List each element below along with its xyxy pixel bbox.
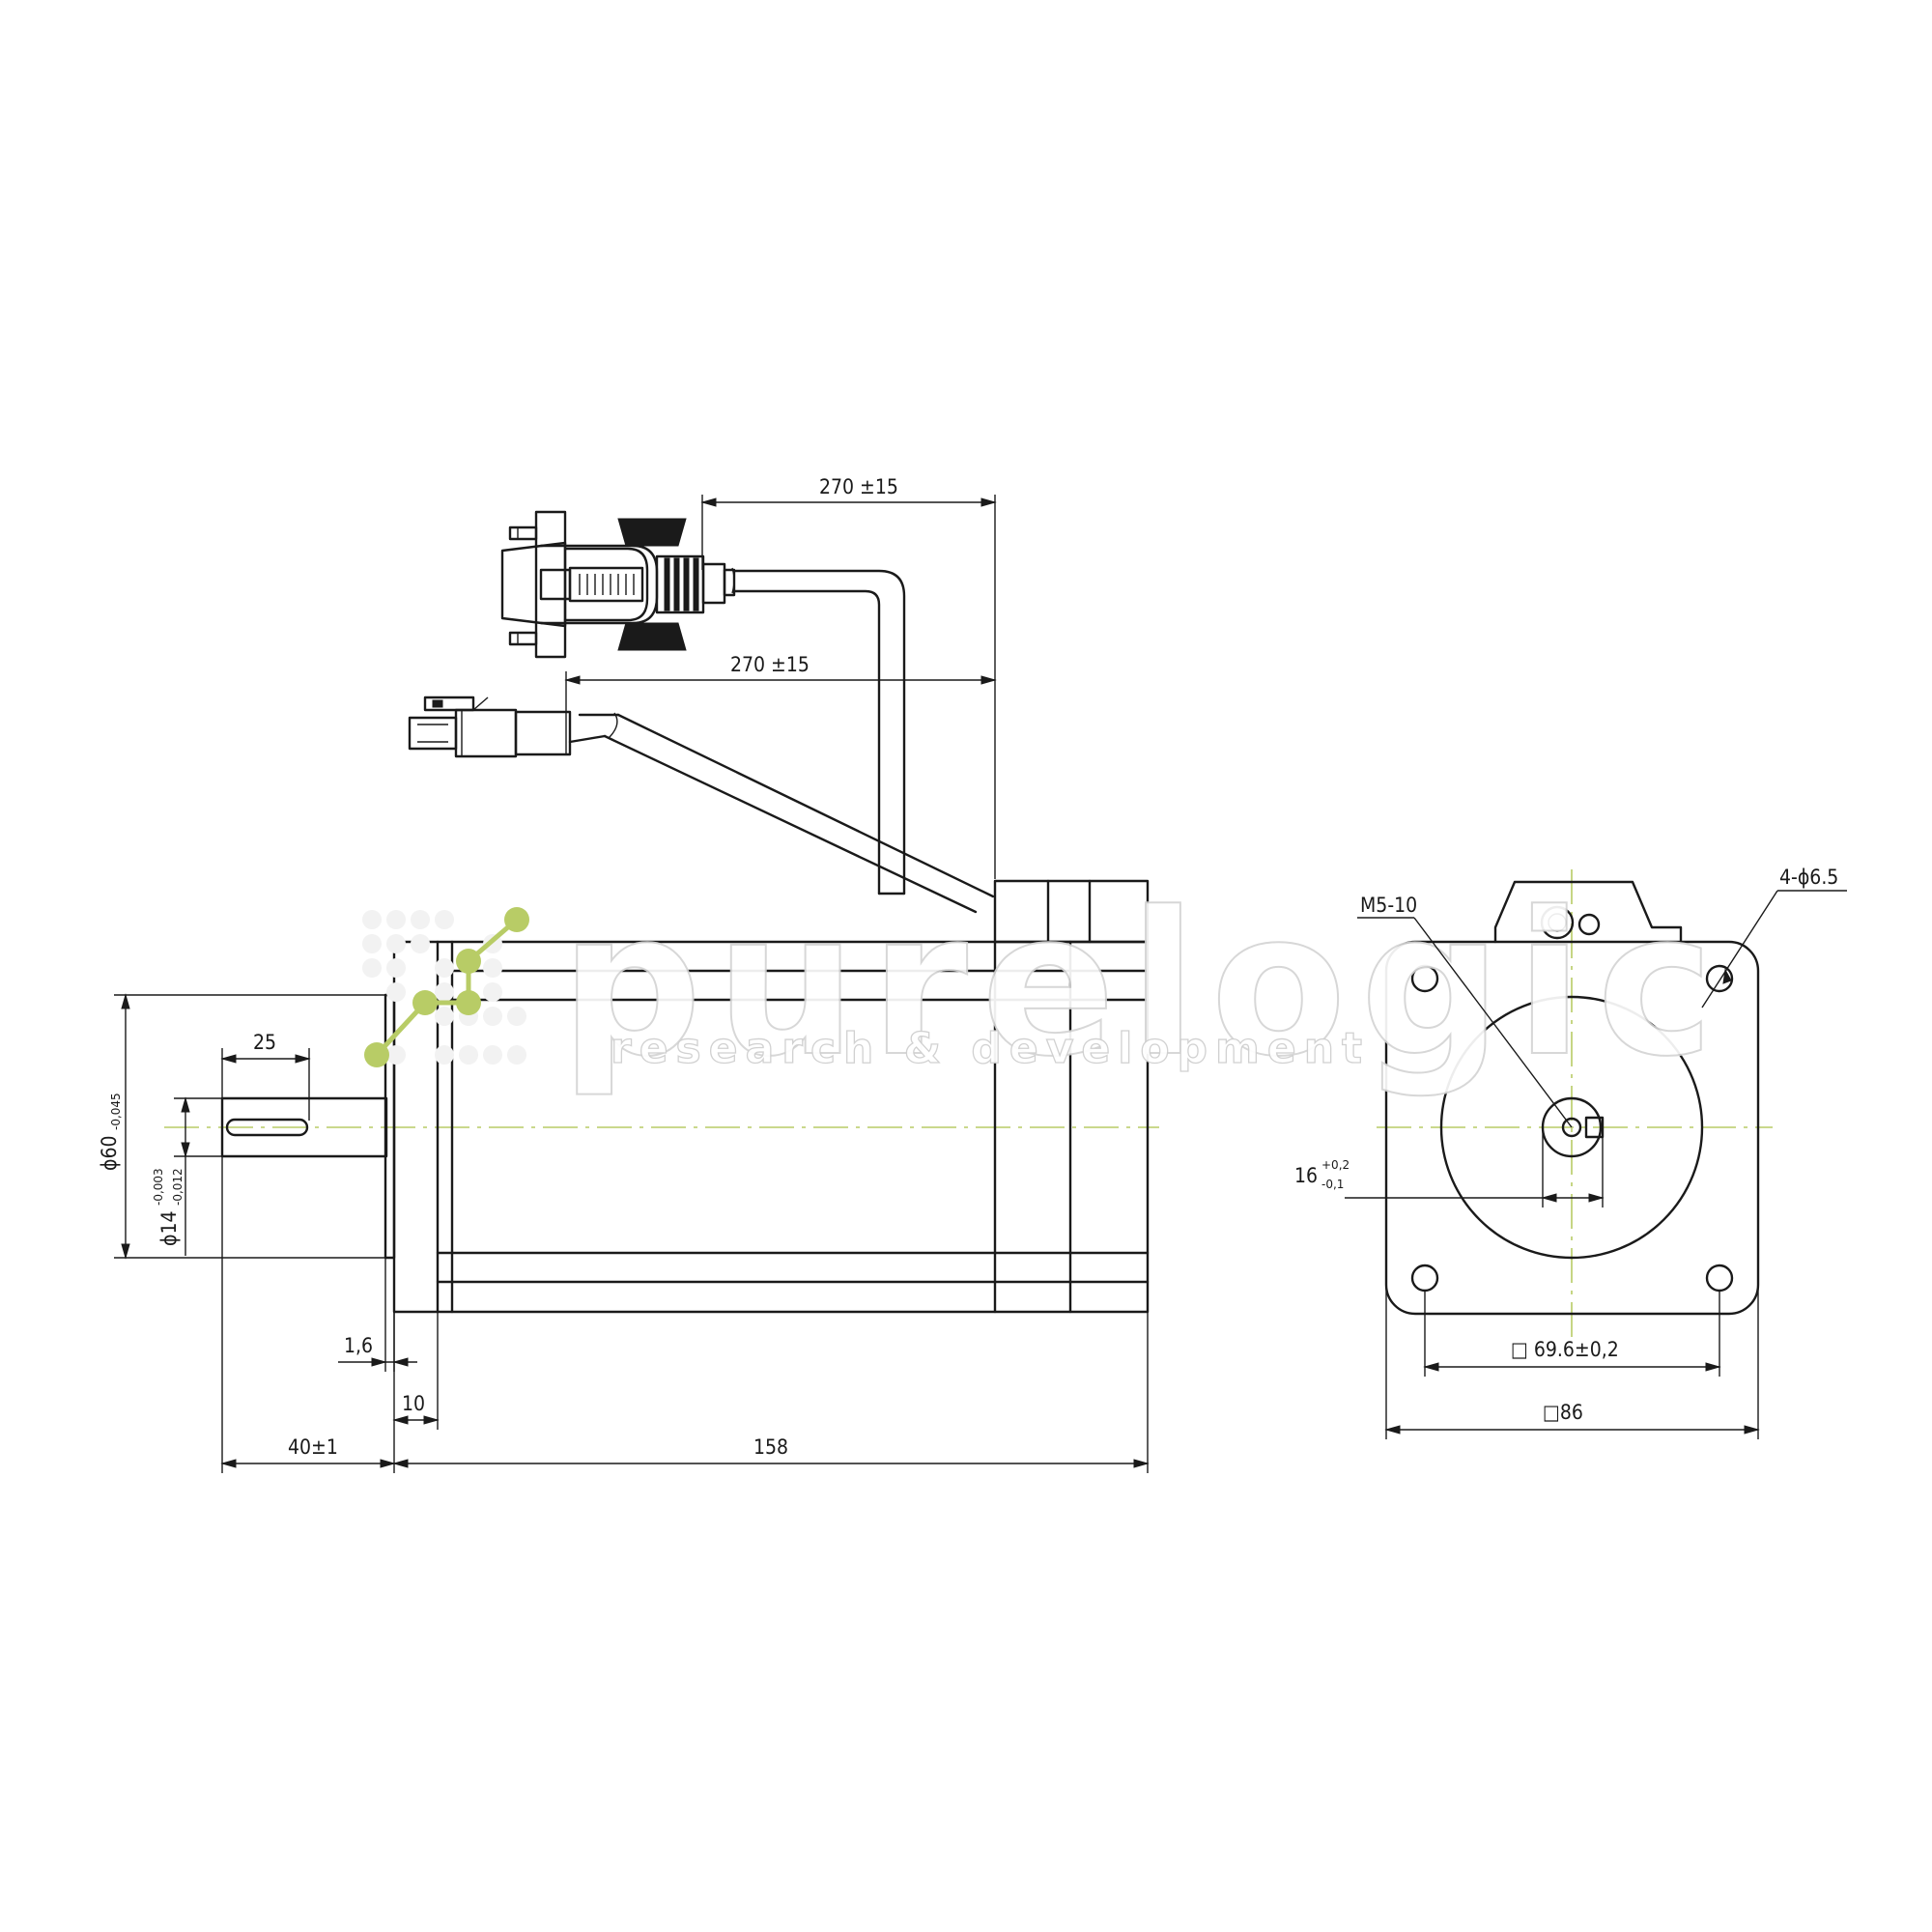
logo-dots [362,907,529,1067]
dim-text-pilot-step: 1,6 [344,1334,373,1357]
dim-text-key-height-main: 16 [1294,1164,1318,1187]
dim-text-shaft-main: ϕ14 [157,1211,181,1247]
dim-cable-length-lower: 270 ±15 [564,653,997,753]
dim-text-body-length: 158 [753,1435,788,1459]
dim-hole-spacing: □ 69.6±0,2 [1423,1291,1721,1377]
dim-flange-thickness: 10 [392,1312,440,1430]
dim-text-hole-spacing: □ 69.6±0,2 [1511,1338,1619,1361]
dim-text-key-height-tol-upper: +0,2 [1321,1158,1350,1172]
dim-shaft-diameter: ϕ14 -0,003 -0,012 [152,1096,222,1256]
grip-lines [579,574,635,595]
dim-text-shaft-tol-lower: -0,012 [171,1168,185,1206]
dim-pilot-diameter: ϕ60 -0,045 [98,993,385,1260]
dim-text-cable-upper: 270 ±15 [819,475,898,498]
center-lines [164,869,1773,1338]
dim-text-shaft-length: 40±1 [288,1435,338,1459]
dim-text-pilot-main: ϕ60 [98,1136,121,1172]
dimensions: 270 ±15 270 ±15 25 ϕ60 -0,045 [98,475,1847,1473]
dim-text-encoder-thread: M5-10 [1360,894,1417,917]
dim-text-shaft-tol-upper: -0,003 [152,1168,165,1206]
cables [568,567,995,914]
dim-key-length: 25 [220,1031,311,1121]
dim-shaft-length: 40±1 [220,1156,396,1473]
dim-text-cable-lower: 270 ±15 [730,653,810,676]
dim-text-pilot-tol: -0,045 [109,1093,123,1130]
dim-cable-length-upper: 270 ±15 [700,475,997,879]
dim-text-key-height-tol-lower: -0,1 [1321,1178,1344,1191]
dim-text-flange-size: □86 [1543,1401,1583,1424]
power-connector [408,696,572,758]
watermark-tagline: research & development [611,1024,1370,1073]
motor-front-view [1384,880,1760,1316]
motor-shaft [220,1096,388,1158]
watermark: purelogic research & development [362,869,1715,1101]
db-connector [500,510,736,659]
dim-key-height: 16 +0,2 -0,1 [1294,1127,1605,1208]
dim-flange-size: □86 [1384,1285,1760,1439]
dim-encoder-thread: M5-10 [1357,894,1573,1128]
dim-body-length: 158 [392,1312,1150,1473]
dim-text-key-length: 25 [253,1031,276,1054]
dim-text-flange-thickness: 10 [402,1392,425,1415]
dim-text-mounting-holes: 4-ϕ6.5 [1779,866,1838,889]
dim-pilot-step: 1,6 [338,1258,417,1372]
dim-mounting-holes: 4-ϕ6.5 [1701,866,1847,1009]
